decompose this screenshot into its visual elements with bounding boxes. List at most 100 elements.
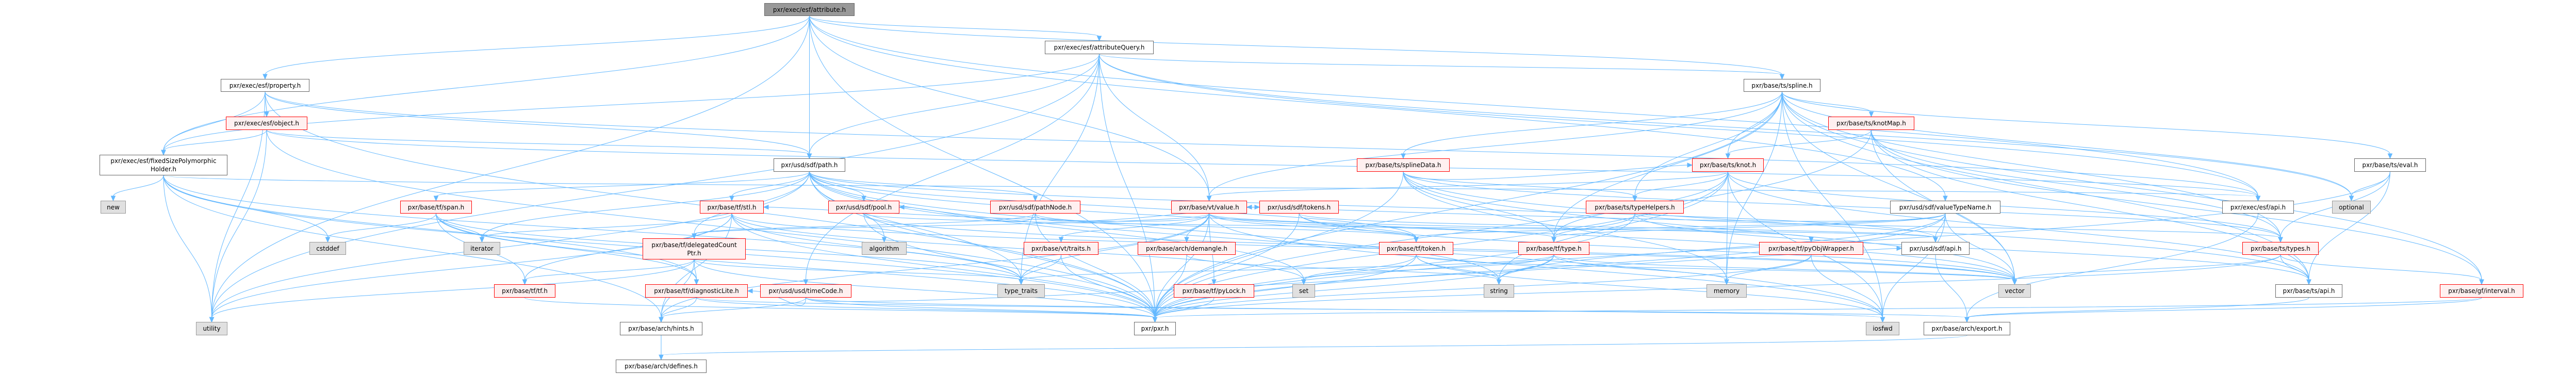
node-span[interactable]: pxr/base/tf/span.h (400, 201, 472, 214)
edge-attribute-to-fixedSize (163, 15, 810, 151)
edge-spline-to-value (1209, 91, 1782, 197)
node-esf-api[interactable]: pxr/exec/esf/api.h (2222, 201, 2294, 214)
edge-types-to-tsApi (2280, 254, 2309, 281)
node-tokens[interactable]: pxr/usd/sdf/tokens.h (1259, 201, 1339, 214)
edge-value-to-pxr (1155, 213, 1209, 318)
node-token[interactable]: pxr/base/tf/token.h (1379, 242, 1453, 255)
arrowhead-icon (659, 317, 664, 323)
node-attribute[interactable]: pxr/exec/esf/attribute.h (764, 3, 855, 16)
node-iosfwd[interactable]: iosfwd (1866, 322, 1899, 335)
node-set[interactable]: set (1292, 284, 1315, 298)
node-knot-map[interactable]: pxr/base/ts/knotMap.h (1828, 117, 1914, 130)
node-interval[interactable]: pxr/base/gf/interval.h (2440, 284, 2523, 298)
edge-valueTypeName-to-token (1416, 213, 1946, 238)
node-vector[interactable]: vector (1998, 284, 2031, 298)
edge-value-to-pyObjWrapper (1209, 213, 1812, 238)
node-sdf-api[interactable]: pxr/usd/sdf/api.h (1901, 242, 1970, 255)
node-type-traits[interactable]: type_traits (997, 284, 1045, 298)
node-algorithm[interactable]: algorithm (862, 242, 907, 255)
edge-object-to-esfApi (266, 129, 2258, 197)
edge-value-to-stl (767, 207, 1209, 222)
arrowhead-icon (2349, 196, 2354, 202)
arrowhead-icon (2012, 279, 2017, 285)
node-string[interactable]: string (1484, 284, 1514, 298)
edge-splineData-to-type (1403, 171, 1554, 238)
node-pool[interactable]: pxr/usd/sdf/pool.h (828, 201, 899, 214)
node-cstddef[interactable]: cstddef (309, 242, 346, 255)
edge-path-to-set (809, 171, 1304, 281)
edge-span-to-diagLite (436, 213, 697, 281)
edge-valueTypeName-to-string (1499, 213, 1946, 281)
node-tf[interactable]: pxr/base/tf/tf.h (494, 284, 555, 298)
edge-pyObjWrapper-to-memory (1726, 254, 1812, 281)
node-new[interactable]: new (101, 201, 126, 214)
arrowhead-icon (2387, 153, 2393, 159)
node-stl[interactable]: pxr/base/tf/stl.h (700, 201, 764, 214)
node-knot[interactable]: pxr/base/ts/knot.h (1692, 158, 1764, 172)
arrowhead-icon (161, 150, 166, 156)
node-fixed-size[interactable]: pxr/exec/esf/fixedSizePolymorphic Holder… (100, 155, 227, 175)
node-optional[interactable]: optional (2332, 201, 2371, 214)
edge-typeHelpers-to-type (1553, 213, 1635, 238)
edge-traits-to-pxr (1061, 254, 1155, 318)
node-value[interactable]: pxr/base/vt/value.h (1171, 201, 1247, 214)
edge-fixedSize-to-cstddef (163, 175, 328, 238)
node-ts-api[interactable]: pxr/base/ts/api.h (2275, 284, 2342, 298)
node-eval[interactable]: pxr/base/ts/eval.h (2354, 158, 2426, 172)
node-spline-data[interactable]: pxr/base/ts/splineData.h (1357, 158, 1450, 172)
node-traits[interactable]: pxr/base/vt/traits.h (1024, 242, 1098, 255)
node-type[interactable]: pxr/base/tf/type.h (1518, 242, 1589, 255)
edge-knotMap-to-interval (1871, 129, 2482, 281)
arrowhead-icon (1868, 111, 1874, 118)
node-property[interactable]: pxr/exec/esf/property.h (221, 79, 309, 92)
edge-delegated-to-utility (211, 259, 695, 318)
edge-property-to-path (265, 91, 810, 155)
edge-diagLite-to-pxr (696, 297, 1155, 318)
edge-knot-to-memory (1726, 171, 1728, 281)
node-defines[interactable]: pxr/base/arch/defines.h (616, 360, 707, 373)
edge-knotMap-to-pxr (1155, 129, 1872, 318)
arrowhead-icon (1632, 196, 1637, 202)
node-py-obj-wrapper[interactable]: pxr/base/tf/pyObjWrapper.h (1759, 242, 1863, 255)
edge-spline-to-memory (1726, 91, 1782, 281)
edge-token-to-set (1303, 254, 1417, 281)
node-iterator[interactable]: iterator (464, 242, 500, 255)
edge-types-to-interval (2280, 254, 2482, 281)
node-type-helpers[interactable]: pxr/base/ts/typeHelpers.h (1586, 201, 1684, 214)
node-py-lock[interactable]: pxr/base/tf/pyLock.h (1174, 284, 1254, 298)
node-spline[interactable]: pxr/base/ts/spline.h (1744, 79, 1820, 92)
edge-fixedSize-to-esfApi (163, 175, 2258, 197)
edge-pyLock-to-pxr (1155, 297, 1215, 318)
node-pxr[interactable]: pxr/pxr.h (1134, 322, 1176, 335)
node-demangle[interactable]: pxr/base/arch/demangle.h (1138, 242, 1236, 255)
node-memory[interactable]: memory (1707, 284, 1747, 298)
edge-path-to-typeTraits (809, 171, 1022, 281)
node-export[interactable]: pxr/base/arch/export.h (1924, 322, 2010, 335)
node-delegated[interactable]: pxr/base/tf/delegatedCount Ptr.h (643, 238, 746, 259)
edge-path-to-pxr (809, 171, 1155, 318)
node-diag-lite[interactable]: pxr/base/tf/diagnosticLite.h (645, 284, 748, 298)
node-value-type-name[interactable]: pxr/usd/sdf/valueTypeName.h (1890, 201, 2000, 214)
edge-spline-to-splineData (1403, 91, 1782, 155)
arrowhead-icon (1019, 279, 1024, 285)
arrowhead-icon (1401, 153, 1406, 159)
edge-spline-to-knotMap (1782, 91, 1872, 113)
node-hints[interactable]: pxr/base/arch/hints.h (620, 322, 702, 335)
edge-fixedSize-to-hints (163, 175, 662, 318)
edge-attributeQuery-to-value (1099, 54, 1209, 197)
node-types[interactable]: pxr/base/ts/types.h (2242, 242, 2319, 255)
node-object[interactable]: pxr/exec/esf/object.h (226, 117, 307, 130)
edge-token-to-pxr (1155, 254, 1417, 318)
edge-valueTypeName-to-pxr (1155, 213, 1946, 318)
node-utility[interactable]: utility (196, 322, 227, 335)
edge-path-to-stl (731, 171, 810, 197)
node-attribute-query[interactable]: pxr/exec/esf/attributeQuery.h (1045, 41, 1154, 54)
edge-pyObjWrapper-to-pxr (1155, 254, 1812, 318)
node-time-code[interactable]: pxr/usd/usd/timeCode.h (760, 284, 851, 298)
arrowhead-icon (1880, 317, 1885, 323)
node-path-node[interactable]: pxr/usd/sdf/pathNode.h (990, 201, 1080, 214)
edge-tokens-to-sdfApi (1299, 213, 1936, 238)
node-path[interactable]: pxr/usd/sdf/path.h (774, 158, 845, 172)
edge-splineData-to-knot (1403, 165, 1688, 180)
edge-attributeQuery-to-utility (211, 54, 1100, 318)
